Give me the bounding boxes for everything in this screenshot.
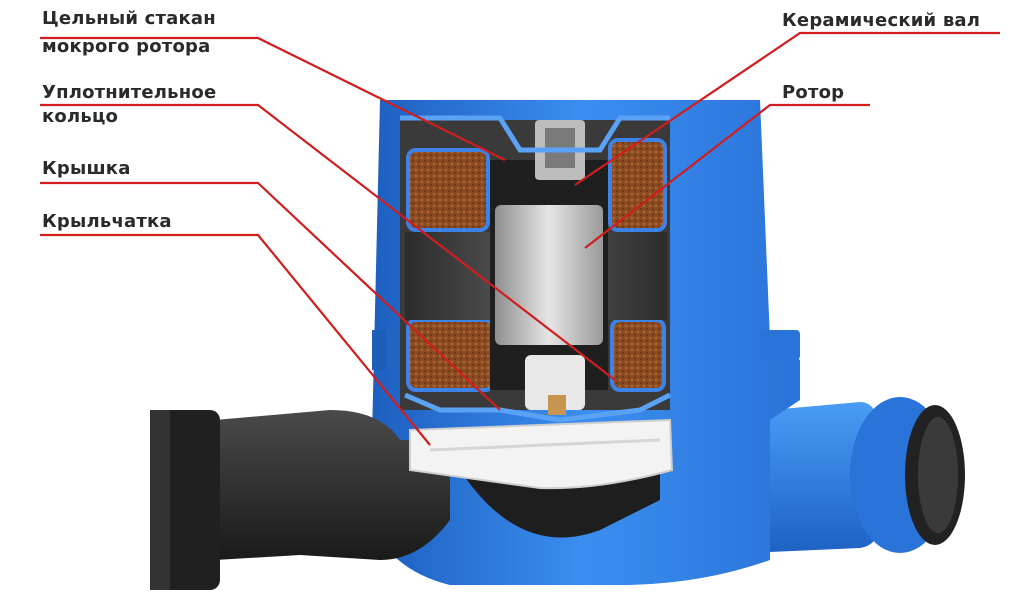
label-rotor: Ротор [782,82,845,103]
pointer-seal [40,103,616,381]
pointer-lines [40,31,1000,446]
pointer-rotor [584,103,870,249]
pointer-impeller [40,233,431,446]
rotor [495,205,603,345]
label-impeller: Крыльчатка [42,211,172,232]
winding-bottom-left [406,318,495,392]
label-cover: Крышка [42,158,131,179]
label-seal-line1: Уплотнительное [42,82,217,103]
label-shaft: Керамический вал [782,10,981,31]
pointer-cover [40,181,501,411]
winding-top-right [608,138,667,232]
impeller-disc [409,418,674,490]
winding-bottom-right [610,318,666,392]
pointer-cup [40,36,506,161]
motor-cutaway [400,115,672,423]
label-seal-line2: кольцо [42,106,119,127]
outlet-flange [770,397,965,553]
pointer-shaft [574,31,1000,186]
label-cup-line1: Цельный стакан [42,8,216,29]
label-cup-line2: мокрого ротора [42,36,211,57]
shaft-bottom [525,355,585,410]
inlet-volute [150,410,660,590]
winding-top-left [406,148,490,232]
